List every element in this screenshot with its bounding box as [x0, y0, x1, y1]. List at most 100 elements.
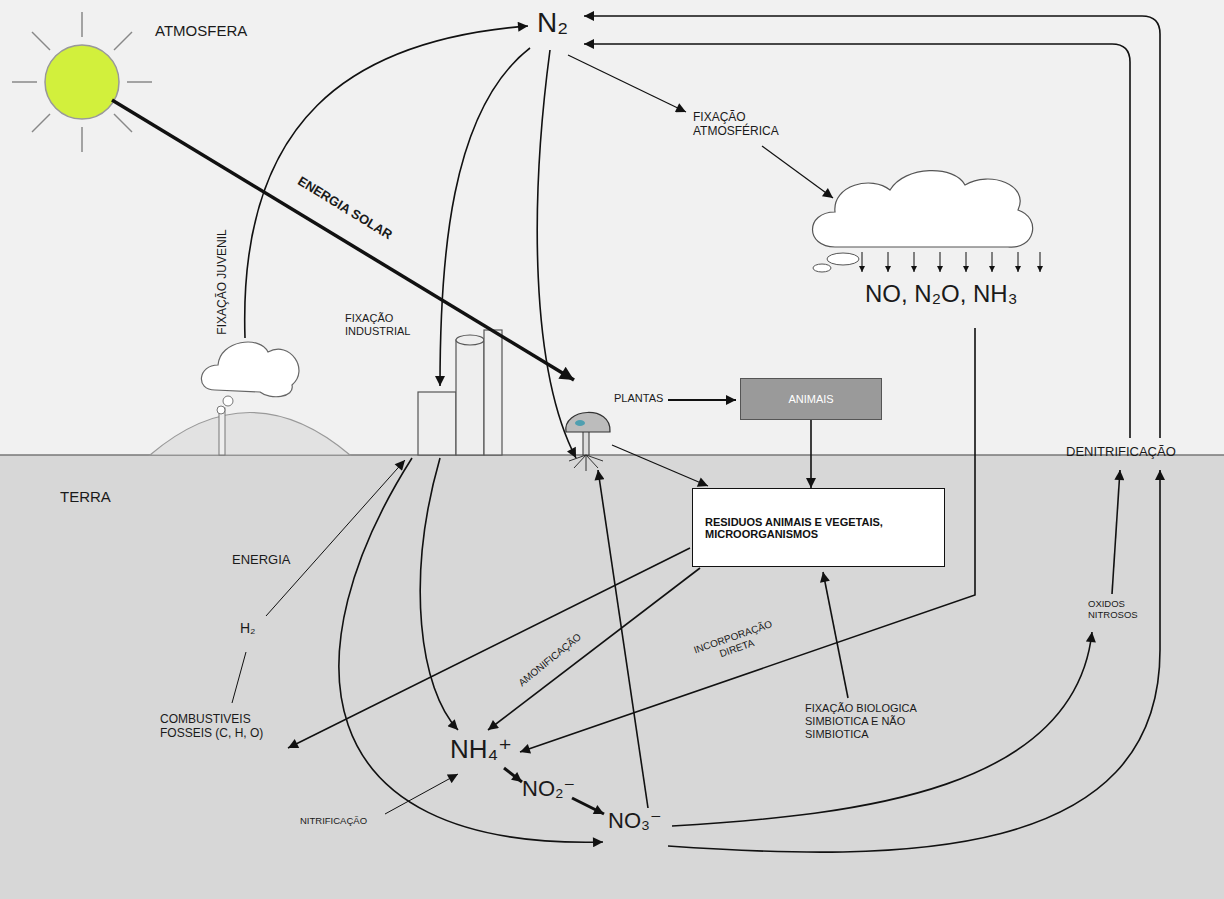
label-text: ENERGIA — [232, 552, 291, 568]
volcano-symbol — [150, 413, 350, 456]
factory-symbol — [418, 330, 502, 455]
cycle-arrows — [488, 568, 700, 730]
part-label: COMBUSTIVEIS FOSSEIS (C, H, O) — [160, 712, 290, 741]
cloud-symbol — [813, 171, 1033, 248]
label-text: TERRA — [60, 488, 111, 506]
factory-symbol — [456, 335, 484, 345]
label-text: NO₂⁻ — [522, 776, 575, 802]
process-label: FIXAÇÃO INDUSTRIAL — [345, 312, 410, 338]
rain-arrows — [888, 252, 889, 272]
cycle-arrows — [339, 458, 603, 842]
process-label: AMONIFICAÇÃO — [516, 631, 584, 689]
cycle-arrows — [1112, 470, 1120, 594]
label-text: N₂ — [537, 6, 568, 40]
cycle-arrows — [572, 798, 604, 814]
solar-energy-arrow — [112, 100, 574, 380]
sky-ground — [0, 455, 1224, 899]
label-text: PLANTAS — [614, 392, 663, 405]
cycle-arrows — [668, 399, 736, 401]
label-text: FIXAÇÃO INDUSTRIAL — [345, 312, 410, 338]
label-text: OXIDOS NITROSOS — [1088, 598, 1138, 621]
cycle-arrows — [537, 50, 576, 458]
rain-arrows — [1040, 252, 1041, 272]
sun-symbol — [12, 81, 37, 83]
sun-symbol — [127, 81, 152, 83]
cycle-arrows — [520, 328, 975, 752]
cycle-arrows — [568, 55, 686, 112]
solar-energy-arrow — [112, 100, 574, 380]
rain-arrows — [966, 252, 967, 272]
sun-symbol — [32, 114, 50, 132]
cycle-arrows — [232, 652, 246, 703]
label-text: NH₄⁺ — [450, 734, 512, 765]
plant-symbol — [586, 455, 603, 461]
part-label: PLANTAS — [614, 392, 663, 405]
cycle-arrows — [584, 16, 1160, 438]
cycle-arrows — [598, 470, 648, 808]
label-text: H₂ — [240, 620, 256, 637]
rain-arrows — [914, 252, 915, 272]
cloud-symbol — [827, 253, 859, 265]
volcano-symbol — [217, 406, 225, 414]
cycle-arrows — [612, 445, 708, 486]
label-text: FIXAÇÃO BIOLOGICA SIMBIOTICA E NÃO SIMBI… — [805, 702, 930, 742]
cycle-arrows — [232, 16, 1160, 852]
cycle-arrows — [668, 470, 1160, 852]
label-text: DENITRIFICAÇÃO — [1066, 444, 1176, 460]
cloud-symbol — [813, 171, 1033, 272]
part-label: OXIDOS NITROSOS — [1088, 598, 1138, 621]
animals-box: ANIMAIS — [740, 378, 882, 420]
sun-symbol — [114, 32, 132, 50]
sun-symbol — [114, 114, 132, 132]
label-text: ENERGIA SOLAR — [295, 173, 395, 243]
label-text: AMONIFICAÇÃO — [516, 631, 584, 689]
plant-symbol — [569, 455, 603, 471]
plant-symbol — [566, 412, 610, 432]
sun-symbol — [32, 32, 50, 50]
chemical-formula: NO₃⁻ — [608, 808, 662, 834]
sky-ground — [0, 0, 1224, 455]
factory-symbol — [484, 330, 502, 455]
plant-symbol — [583, 430, 589, 455]
plant-symbol — [575, 420, 585, 426]
process-label: DENITRIFICAÇÃO — [1066, 444, 1176, 460]
volcano-symbol — [219, 408, 225, 455]
sun-symbol — [81, 127, 83, 152]
factory-symbol — [418, 392, 456, 455]
cycle-arrows — [266, 460, 405, 616]
label-text: COMBUSTIVEIS FOSSEIS (C, H, O) — [160, 712, 290, 741]
rain-arrows — [862, 252, 863, 272]
volcano-symbol — [201, 342, 299, 397]
region-label: ATMOSFERA — [155, 22, 247, 40]
cycle-arrows — [385, 774, 458, 814]
sun-symbol — [45, 45, 119, 119]
node-text: RESIDUOS ANIMAIS E VEGETAIS, MICROORGANI… — [705, 516, 885, 540]
cycle-arrows — [762, 146, 833, 198]
process-label: ENERGIA SOLAR — [295, 173, 395, 243]
rain-arrows — [862, 252, 1040, 272]
plant-symbol — [586, 455, 587, 471]
plant-symbol — [569, 455, 586, 461]
factory-symbol — [456, 340, 484, 455]
sun-symbol — [81, 12, 83, 37]
cycle-arrows — [584, 44, 1130, 438]
process-label: FIXAÇÃO JUVENIL — [215, 229, 229, 334]
node-text: ANIMAIS — [788, 393, 833, 405]
label-text: INCORPORAÇÃO DIRETA — [692, 618, 778, 667]
chemical-formula: NO₂⁻ — [522, 776, 575, 802]
process-label: ENERGIA — [232, 552, 291, 568]
cycle-arrows — [440, 48, 530, 386]
chemical-formula: H₂ — [240, 620, 256, 637]
label-text: ATMOSFERA — [155, 22, 247, 40]
cloud-symbol — [813, 264, 831, 272]
label-text: NO₃⁻ — [608, 808, 662, 834]
rain-arrows — [940, 252, 941, 272]
label-text: FIXAÇÃO JUVENIL — [215, 229, 229, 334]
label-text: FIXAÇÃO ATMOSFÉRICA — [693, 110, 779, 139]
chemical-formula: N₂ — [537, 6, 568, 40]
sun-symbol — [12, 12, 152, 152]
